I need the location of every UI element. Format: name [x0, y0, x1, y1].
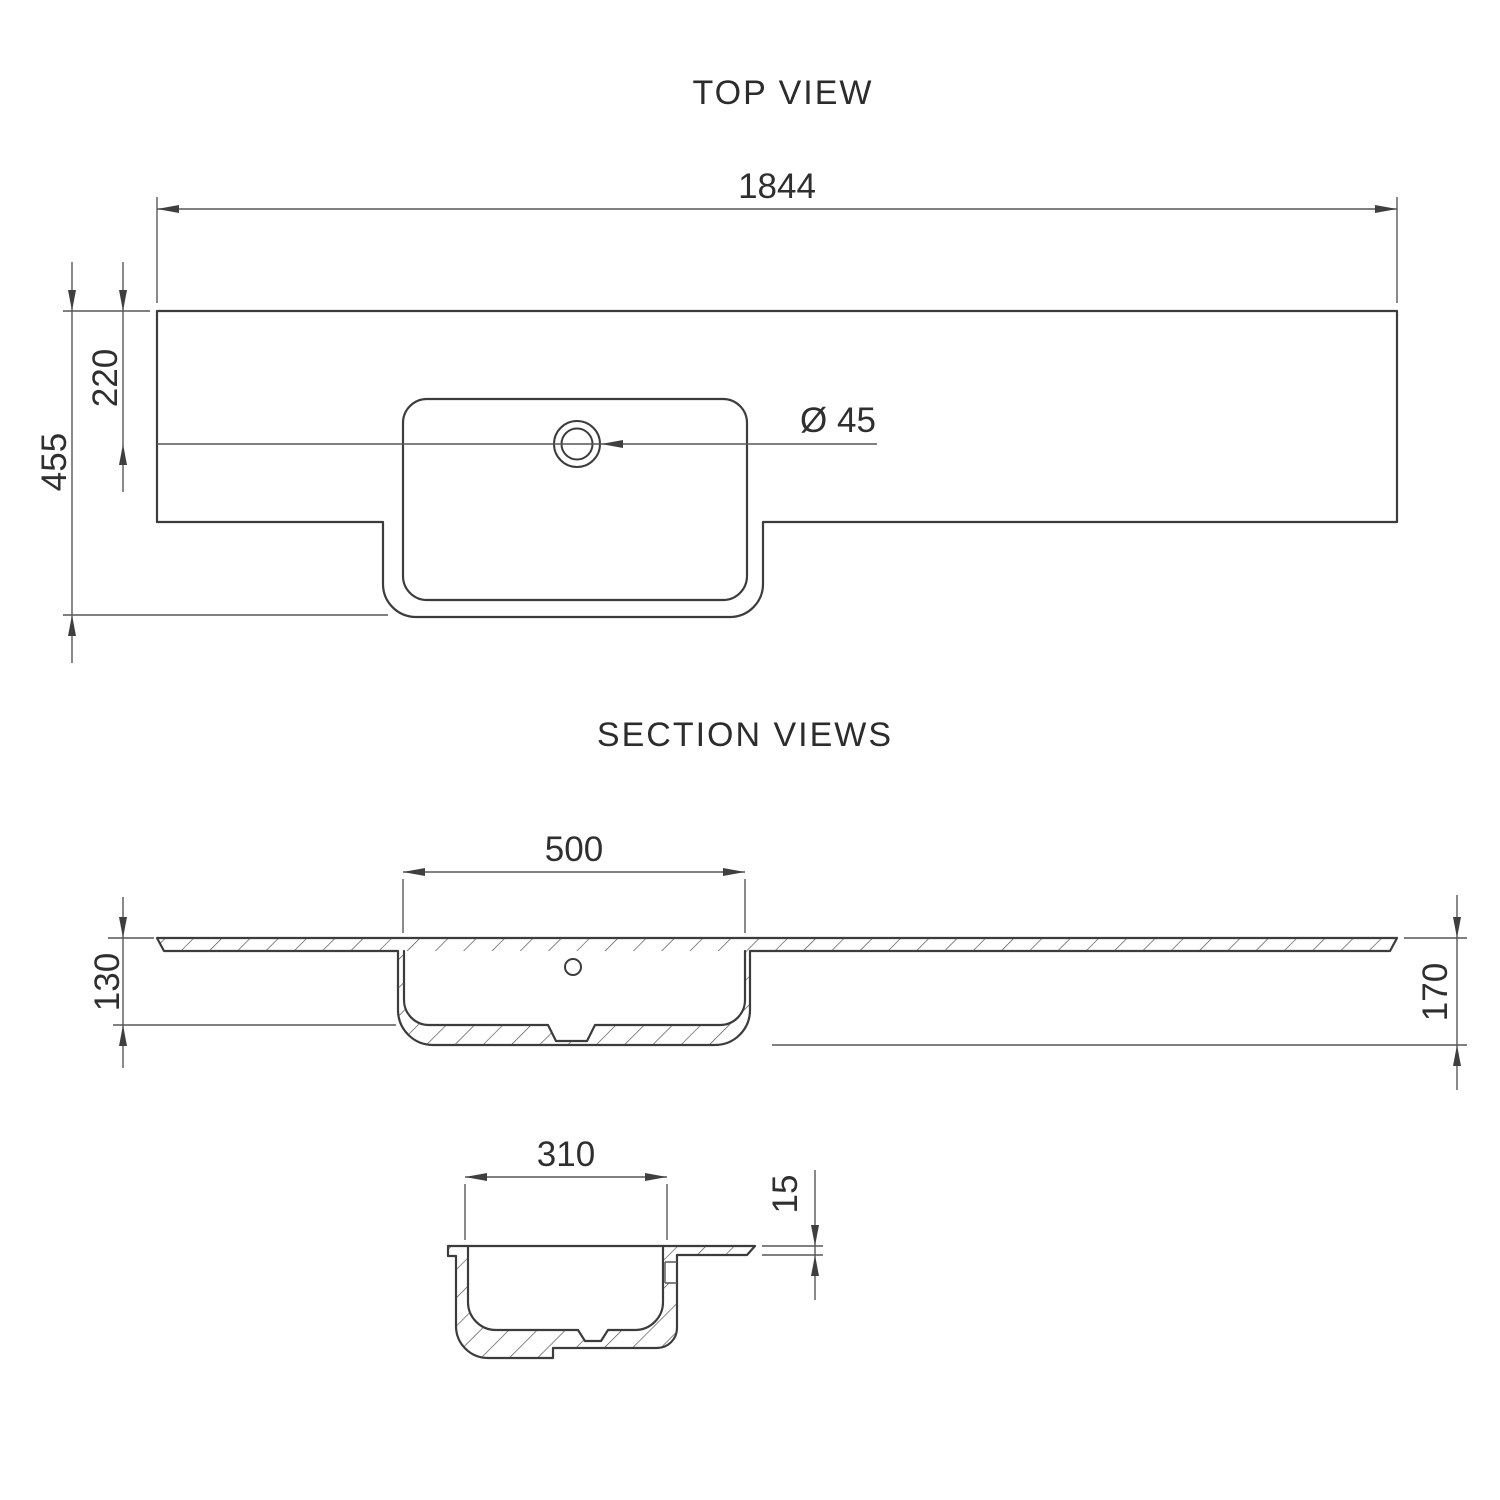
basin-opening	[401, 397, 749, 602]
hole-leader-arrow	[601, 440, 623, 448]
section-long-outer-profile	[155, 936, 1399, 1047]
dim-overall-depth: 455	[35, 262, 388, 663]
countertop-outline	[155, 309, 1399, 619]
section-cross-outer-profile	[446, 1244, 757, 1360]
hole-setback-label: 220	[86, 349, 125, 407]
section-long: 500 130 170	[88, 830, 1467, 1090]
section-long-hatch	[157, 938, 1397, 1045]
dim-basin-length: 310	[464, 1135, 668, 1240]
overall-depth-label: 455	[35, 433, 74, 491]
basin-length-label: 310	[537, 1135, 595, 1174]
dim-hole-setback: 220	[86, 262, 127, 492]
wall-joint-notch	[664, 1261, 677, 1284]
overall-width-label: 1844	[738, 167, 816, 206]
dim-basin-width: 500	[402, 830, 746, 933]
top-view: TOP VIEW Ø 45 1844 455	[35, 74, 1399, 663]
section-cross-inner-profile	[466, 1244, 665, 1343]
dim-inner-depth: 130	[88, 897, 396, 1068]
hole-diameter-label: Ø 45	[800, 401, 876, 440]
top-view-title: TOP VIEW	[692, 74, 873, 112]
drain-hole	[564, 958, 582, 976]
rim-thickness-label: 15	[766, 1175, 805, 1214]
basin-width-label: 500	[545, 830, 603, 869]
dim-overall-width: 1844	[156, 167, 1398, 303]
section-cross: 310 15	[446, 1135, 823, 1360]
section-views-title: SECTION VIEWS	[597, 716, 893, 754]
inner-depth-label: 130	[88, 953, 127, 1011]
dim-rim-thickness: 15	[762, 1170, 823, 1300]
dim-outer-depth: 170	[772, 895, 1467, 1090]
section-long-inner-profile	[402, 949, 747, 1043]
outer-depth-label: 170	[1416, 963, 1455, 1021]
